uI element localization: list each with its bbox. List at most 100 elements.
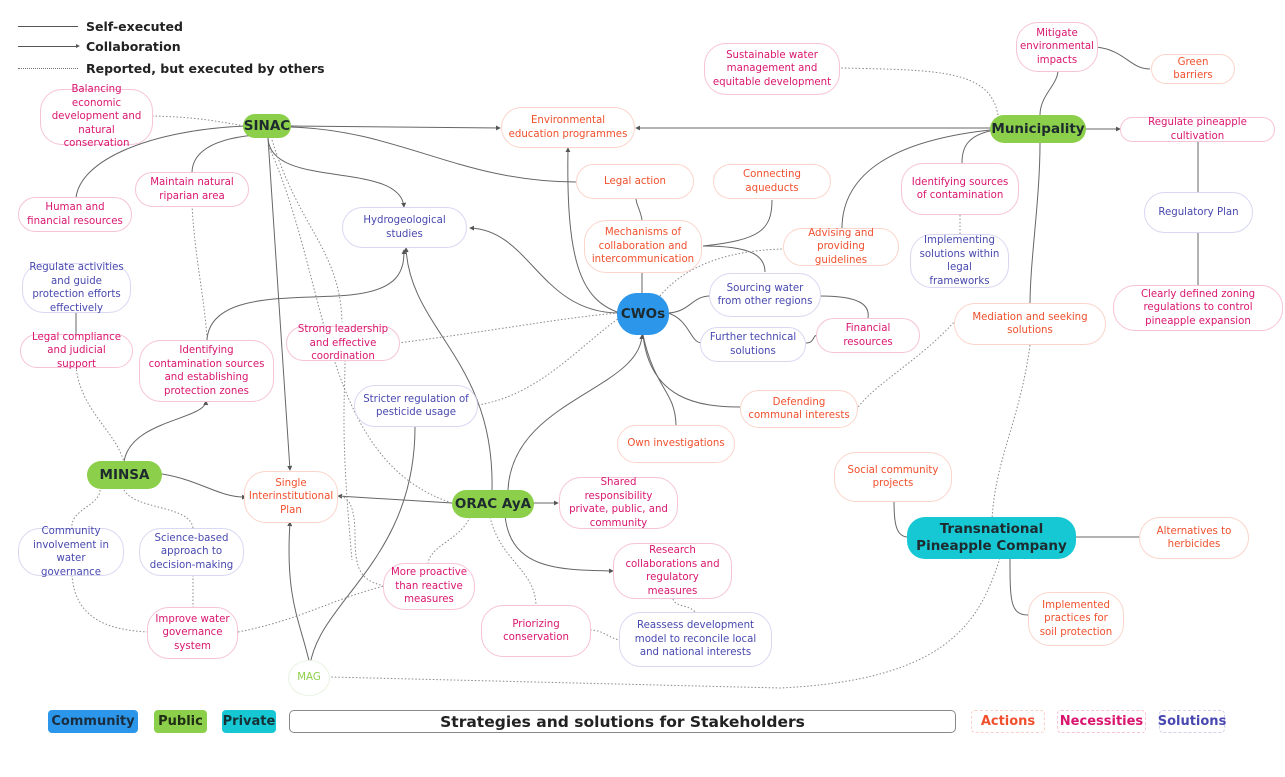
edge-dot-research-reassess bbox=[672, 598, 696, 613]
node-hydrogeological[interactable]: Hydrogeological studies bbox=[342, 207, 467, 248]
node-legal-compliance[interactable]: Legal compliance and judicial support bbox=[20, 332, 133, 370]
node-implementing-solutions[interactable]: Implementing solutions within legal fram… bbox=[910, 234, 1009, 288]
edge-sinac-riparian bbox=[191, 134, 256, 174]
edge-dot-moreproactive-single bbox=[337, 495, 385, 587]
edge-dot-stricter-cwos bbox=[477, 315, 623, 406]
node-financial-resources[interactable]: Financial resources bbox=[816, 318, 920, 353]
node-legal-action[interactable]: Legal action bbox=[576, 164, 694, 199]
stakeholder-minsa[interactable]: MINSA bbox=[87, 461, 162, 489]
edge-mitigate-green bbox=[1095, 46, 1151, 70]
stakeholder-mag[interactable]: MAG bbox=[288, 660, 330, 696]
legend-private-chip: Private bbox=[222, 710, 276, 733]
stakeholder-municipality[interactable]: Municipality bbox=[990, 115, 1086, 143]
node-further-technical[interactable]: Further technical solutions bbox=[700, 327, 806, 362]
edge-dot-legal-minsa bbox=[75, 365, 125, 463]
edge-mag-single bbox=[287, 521, 311, 666]
node-priorizing[interactable]: Priorizing conservation bbox=[481, 605, 591, 657]
edge-dot-minsa-science bbox=[123, 489, 194, 529]
node-regulate-pineapple[interactable]: Regulate pineapple cultivation bbox=[1120, 117, 1275, 142]
edge-muni-mitigate bbox=[1039, 69, 1059, 116]
edge-dot-strong-cwos bbox=[397, 312, 619, 344]
node-defending[interactable]: Defending communal interests bbox=[740, 390, 858, 428]
edge-dot-minsa-community bbox=[71, 489, 101, 529]
node-research-collab[interactable]: Research collaborations and regulatory m… bbox=[613, 543, 732, 599]
node-mechanisms[interactable]: Mechanisms of collaboration and intercom… bbox=[584, 220, 702, 273]
node-stricter-regulation[interactable]: Stricter regulation of pesticide usage bbox=[354, 385, 478, 427]
edge-cwos-further bbox=[667, 312, 703, 344]
stakeholder-orac-aya[interactable]: ORAC AyA bbox=[452, 490, 534, 518]
legend-collaboration: Collaboration bbox=[18, 38, 181, 54]
node-env-education[interactable]: Environmental education programmes bbox=[501, 107, 635, 148]
edge-dot-orac-priorizing bbox=[489, 516, 537, 606]
node-sustainable-water[interactable]: Sustainable water management and equitab… bbox=[704, 43, 840, 95]
node-alternatives-herbicides[interactable]: Alternatives to herbicides bbox=[1139, 517, 1249, 559]
node-sourcing-water[interactable]: Sourcing water from other regions bbox=[709, 273, 821, 317]
edge-mechanisms-sourcing bbox=[702, 245, 766, 273]
stakeholder-cwos[interactable]: CWOs bbox=[617, 293, 669, 335]
node-shared-responsibility[interactable]: Shared responsibility private, public, a… bbox=[559, 477, 678, 529]
edge-muni-identify bbox=[961, 129, 996, 164]
edge-sourcing-financial bbox=[819, 295, 869, 319]
node-green-barriers[interactable]: Green barriers bbox=[1151, 54, 1235, 84]
arrow-line-icon bbox=[18, 43, 80, 48]
stakeholder-pineapple-company[interactable]: Transnational Pineapple Company bbox=[907, 517, 1076, 559]
edge-dot-improve-moreproactive bbox=[237, 585, 385, 633]
node-more-proactive[interactable]: More proactive than reactive measures bbox=[383, 563, 475, 610]
node-social-projects[interactable]: Social community projects bbox=[834, 452, 952, 502]
node-balancing[interactable]: Balancing economic development and natur… bbox=[40, 84, 153, 149]
node-own-investigations[interactable]: Own investigations bbox=[617, 425, 735, 463]
legend-reported: Reported, but executed by others bbox=[18, 60, 325, 76]
node-mediation[interactable]: Mediation and seeking solutions bbox=[954, 303, 1106, 345]
legend-necessities-chip: Necessities bbox=[1057, 710, 1146, 733]
edge-orac-hydro bbox=[403, 247, 493, 491]
node-identifying-zones[interactable]: Identifying contamination sources and es… bbox=[139, 340, 274, 402]
edge-sinac-single bbox=[267, 137, 293, 471]
node-connecting-aqueducts[interactable]: Connecting aqueducts bbox=[713, 164, 831, 199]
edge-minsa-identify bbox=[123, 400, 209, 463]
edge-orac-cwos bbox=[507, 334, 645, 491]
node-strong-leadership[interactable]: Strong leadership and effective coordina… bbox=[286, 324, 400, 362]
node-improve-governance[interactable]: Improve water governance system bbox=[147, 607, 238, 659]
edge-dot-strong-single bbox=[343, 359, 353, 561]
edge-orac-single bbox=[337, 493, 453, 504]
edge-mag-stricter bbox=[309, 426, 416, 666]
node-zoning[interactable]: Clearly defined zoning regulations to co… bbox=[1113, 285, 1283, 331]
edge-muni-mediation bbox=[1029, 142, 1041, 306]
node-soil-protection[interactable]: Implemented practices for soil protectio… bbox=[1028, 592, 1124, 646]
node-community-involvement[interactable]: Community involvement in water governanc… bbox=[18, 526, 124, 578]
edge-dot-balancing-sinac bbox=[151, 115, 246, 127]
edge-sinac-hydro bbox=[267, 137, 407, 208]
legend-community-chip: Community bbox=[48, 710, 138, 733]
edge-minsa-single bbox=[161, 473, 247, 500]
node-human-financial[interactable]: Human and financial resources bbox=[18, 197, 132, 232]
node-single-plan[interactable]: Single Interinstitutional Plan bbox=[244, 471, 338, 523]
node-maintain-riparian[interactable]: Maintain natural riparian area bbox=[135, 172, 249, 207]
node-advising[interactable]: Advising and providing guidelines bbox=[783, 228, 899, 266]
edge-pine-social bbox=[893, 500, 909, 538]
edge-dot-mediation-pine bbox=[991, 344, 1031, 521]
edge-dot-orac-moreproactive bbox=[427, 516, 471, 565]
edge-mechanisms-legal bbox=[635, 197, 643, 221]
dotted-line-icon bbox=[18, 67, 78, 69]
legend-public-chip: Public bbox=[154, 710, 207, 733]
node-reassess[interactable]: Reassess development model to reconcile … bbox=[619, 612, 772, 667]
node-regulatory-plan[interactable]: Regulatory Plan bbox=[1144, 192, 1253, 233]
legend-self-executed: Self-executed bbox=[18, 18, 183, 34]
node-identifying-sources[interactable]: Identifying sources of contamination bbox=[901, 163, 1019, 215]
edge-cwos-sourcing bbox=[667, 295, 711, 314]
node-regulate-activities[interactable]: Regulate activities and guide protection… bbox=[22, 262, 131, 314]
node-science-based[interactable]: Science-based approach to decision-makin… bbox=[139, 528, 244, 576]
edge-dot-riparian-identify bbox=[191, 204, 208, 341]
diagram-title: Strategies and solutions for Stakeholder… bbox=[289, 710, 956, 733]
legend-actions-chip: Actions bbox=[971, 710, 1045, 733]
edge-dot-sinac-strong bbox=[271, 139, 343, 323]
edge-dot-community-improve bbox=[71, 574, 149, 633]
node-mitigate[interactable]: Mitigate environmental impacts bbox=[1016, 22, 1098, 72]
edge-pine-soil bbox=[1009, 557, 1029, 616]
edge-mechanisms-aqueducts bbox=[702, 199, 773, 247]
edge-dot-priorizing-reassess bbox=[589, 629, 623, 641]
legend-solutions-chip: Solutions bbox=[1158, 710, 1226, 733]
edge-cwos-own bbox=[642, 334, 677, 426]
solid-line-icon bbox=[18, 25, 78, 27]
stakeholder-sinac[interactable]: SINAC bbox=[243, 114, 291, 138]
